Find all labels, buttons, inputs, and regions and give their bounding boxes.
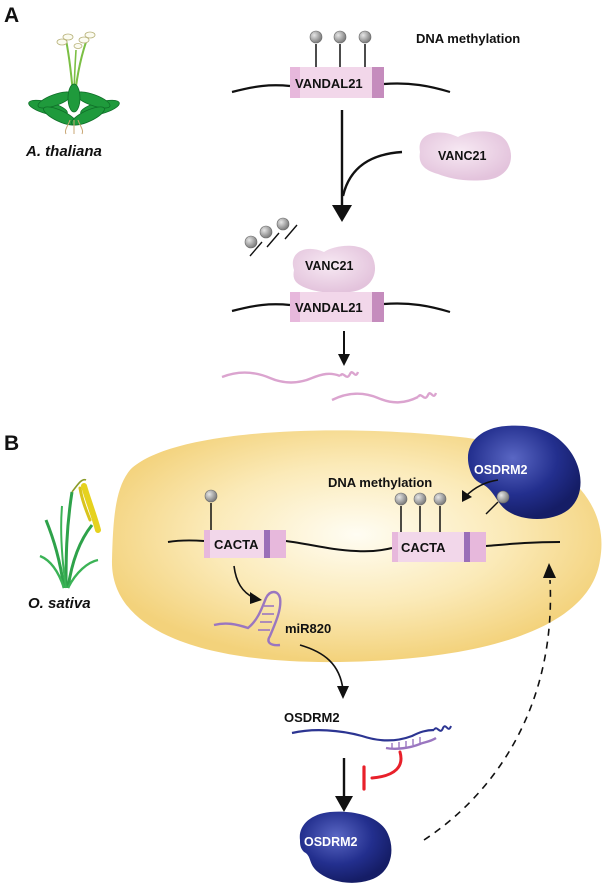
osdrm2-protein-top: OSDRM2 [467, 425, 581, 519]
panel-b-letter: B [4, 432, 19, 455]
dna-strand-top [231, 82, 451, 94]
panel-a: A [4, 4, 520, 404]
deposited-methylation-mark [485, 490, 510, 515]
vandal21-gene-bottom: VANDAL21 [290, 292, 384, 322]
cacta-label-right: CACTA [401, 540, 446, 555]
inhibition-mark [362, 750, 403, 791]
arrowhead-translation [335, 796, 353, 812]
dna-methylation-label-a: DNA methylation [416, 31, 520, 46]
vanc21-protein-bound: VANC21 [292, 245, 376, 293]
arrowhead-cacta-to-mirna [250, 592, 262, 604]
species-label-a: A. thaliana [25, 143, 102, 160]
arrowhead-osdrm2-to-methylation [462, 490, 472, 502]
arabidopsis-plant-icon [28, 31, 120, 135]
arrowhead-feedback [543, 563, 556, 578]
arrow-a-join [341, 150, 403, 197]
osdrm2-mrna-label: OSDRM2 [284, 710, 340, 725]
species-label-b: O. sativa [28, 595, 91, 612]
arrow-mirna-to-mrna [299, 644, 344, 691]
arrowhead-a-transcription [338, 354, 350, 366]
vanc21-protein-free: VANC21 [419, 131, 512, 181]
mir820-label: miR820 [285, 621, 331, 636]
osdrm2-protein-bottom: OSDRM2 [299, 811, 392, 883]
arrowhead-mirna-to-mrna [337, 686, 349, 699]
rice-plant-icon [39, 478, 101, 589]
dna-strand-bottom [231, 302, 451, 314]
vandal21-gene-top: VANDAL21 [290, 67, 384, 98]
panel-b: B O. sativa CACTA [4, 425, 602, 883]
cacta-element-right: CACTA [392, 492, 486, 562]
cacta-element-left: CACTA [204, 489, 286, 558]
vandal21-label-top: VANDAL21 [295, 76, 363, 91]
released-methylation-marks [244, 217, 298, 257]
vandal21-transcripts [221, 371, 438, 404]
mir820-hairpin [213, 590, 282, 647]
panel-a-letter: A [4, 4, 19, 27]
osdrm2-mrna [291, 725, 452, 750]
osdrm2-label-top: OSDRM2 [474, 463, 528, 477]
osdrm2-label-bottom: OSDRM2 [304, 835, 358, 849]
arrowhead-a-main [332, 205, 352, 222]
vandal21-label-bottom: VANDAL21 [295, 300, 363, 315]
cacta-label-left: CACTA [214, 537, 259, 552]
vanc21-label-free: VANC21 [438, 149, 486, 163]
methylation-marks-a [309, 30, 372, 67]
dna-strand-b [167, 539, 561, 553]
dna-methylation-label-b: DNA methylation [328, 475, 432, 490]
arrow-osdrm2-to-methylation [465, 479, 499, 497]
nucleus-background [111, 430, 602, 663]
vanc21-label-bound: VANC21 [305, 259, 353, 273]
